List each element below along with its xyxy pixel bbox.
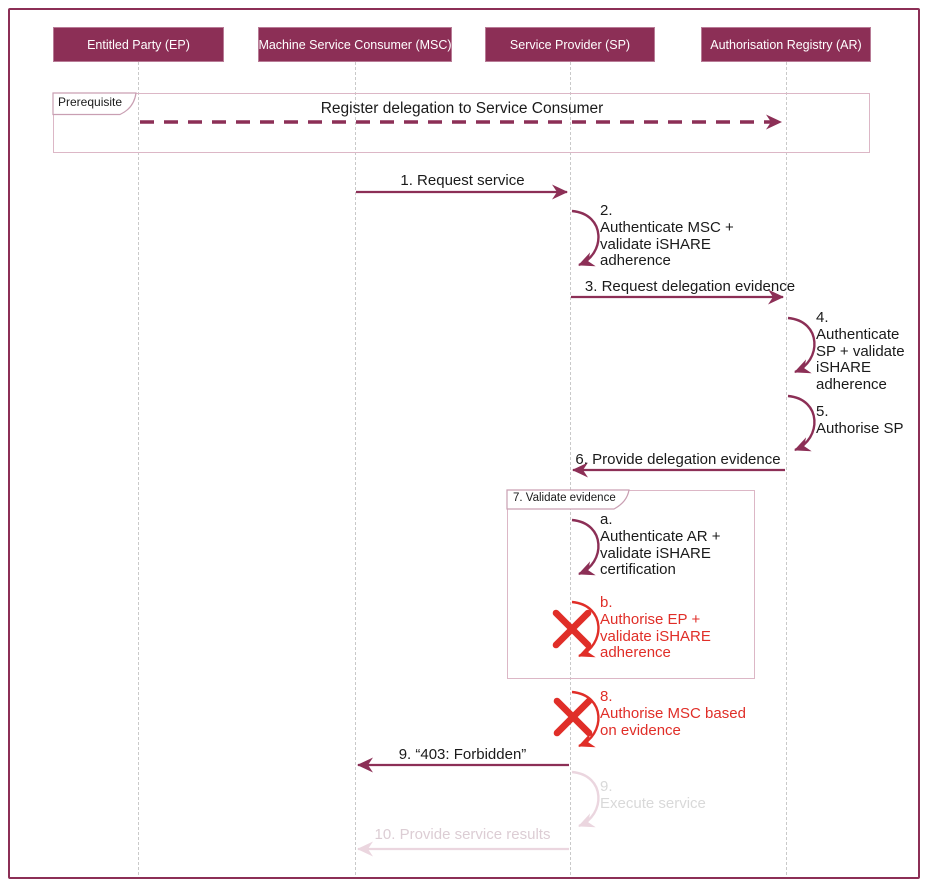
message-provide-service-results: 10. Provide service results xyxy=(374,826,551,843)
message-provide-delegation-evidence: 6. Provide delegation evidence xyxy=(575,451,781,468)
frame-label-validate-evidence: 7. Validate evidence xyxy=(513,492,616,504)
self-message-authorise-ep: b. Authorise EP + validate iSHARE adhere… xyxy=(600,594,711,662)
message-request-service: 1. Request service xyxy=(400,172,525,189)
actor-machine-service-consumer: Machine Service Consumer (MSC) xyxy=(258,27,452,62)
self-message-authorise-msc: 8. Authorise MSC based on evidence xyxy=(600,688,746,739)
frame-label-prerequisite: Prerequisite xyxy=(58,95,123,109)
frame-validate-evidence xyxy=(507,490,755,679)
self-message-authenticate-sp: 4. Authenticate SP + validate iSHARE adh… xyxy=(816,309,905,394)
actor-entitled-party: Entitled Party (EP) xyxy=(53,27,224,62)
actor-service-provider: Service Provider (SP) xyxy=(485,27,655,62)
self-message-authorise-sp: 5. Authorise SP xyxy=(816,403,904,437)
frame-prerequisite xyxy=(53,93,870,153)
lifeline-ep xyxy=(138,62,139,875)
message-request-delegation-evidence: 3. Request delegation evidence xyxy=(584,278,796,295)
self-message-execute-service: 9. Execute service xyxy=(600,778,706,812)
lifeline-sp xyxy=(570,62,571,875)
actor-authorisation-registry: Authorisation Registry (AR) xyxy=(701,27,871,62)
self-message-authenticate-msc: 2. Authenticate MSC + validate iSHARE ad… xyxy=(600,202,734,270)
message-register-delegation: Register delegation to Service Consumer xyxy=(320,100,604,117)
lifeline-msc xyxy=(355,62,356,875)
self-message-authenticate-ar: a. Authenticate AR + validate iSHARE cer… xyxy=(600,511,721,579)
diagram-border xyxy=(8,8,920,879)
lifeline-ar xyxy=(786,62,787,875)
message-403-forbidden: 9. “403: Forbidden” xyxy=(398,746,527,763)
